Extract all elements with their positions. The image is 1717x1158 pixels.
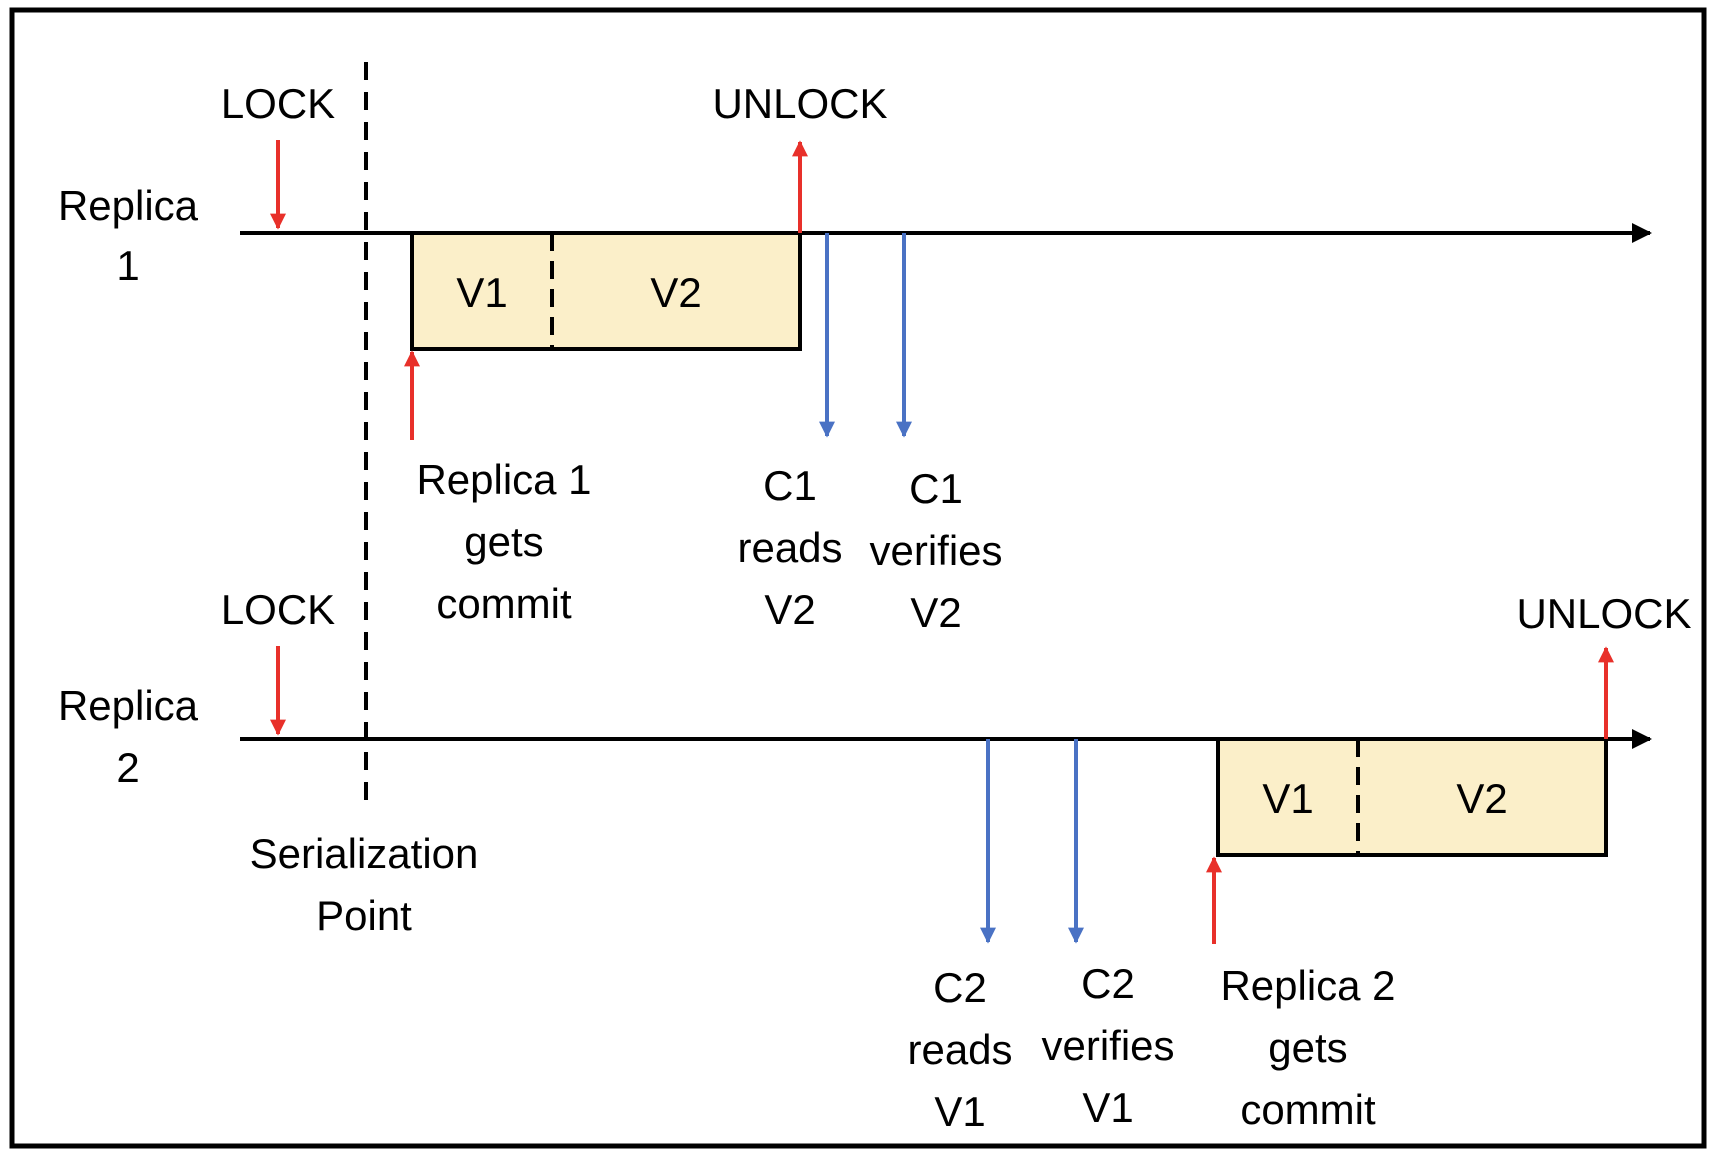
c2-reads-line3: V1 bbox=[934, 1088, 985, 1135]
replica2-box-v1: V1 bbox=[1262, 775, 1313, 822]
c1-verifies-line2: verifies bbox=[869, 527, 1002, 574]
c2-reads-line2: reads bbox=[907, 1026, 1012, 1073]
replica2-version-box bbox=[1216, 737, 1608, 857]
replica1-label-line2: 1 bbox=[116, 242, 139, 289]
replica1-lock-label: LOCK bbox=[221, 80, 335, 127]
replica1-version-box bbox=[410, 231, 802, 351]
c1-reads-line2: reads bbox=[737, 524, 842, 571]
replica1-commit-line2: gets bbox=[464, 518, 543, 565]
serialization-point-line1: Serialization bbox=[250, 830, 479, 877]
replica2-lock-label: LOCK bbox=[221, 586, 335, 633]
c2-verifies-line2: verifies bbox=[1041, 1022, 1174, 1069]
replica1-box-v2: V2 bbox=[650, 269, 701, 316]
replica1-commit-line3: commit bbox=[436, 580, 572, 627]
c2-verifies-line3: V1 bbox=[1082, 1084, 1133, 1131]
c2-verifies-line1: C2 bbox=[1081, 960, 1135, 1007]
c2-reads-line1: C2 bbox=[933, 964, 987, 1011]
serialization-point-line2: Point bbox=[316, 892, 412, 939]
c1-verifies-line1: C1 bbox=[909, 465, 963, 512]
diagram-frame bbox=[9, 7, 1707, 1149]
replica1-label-line1: Replica bbox=[58, 182, 199, 229]
replica1-commit-line1: Replica 1 bbox=[416, 456, 591, 503]
c1-reads-line1: C1 bbox=[763, 462, 817, 509]
replica2-label-line1: Replica bbox=[58, 682, 199, 729]
replica2-commit-line3: commit bbox=[1240, 1086, 1376, 1133]
replica1-box-v1: V1 bbox=[456, 269, 507, 316]
replica2-unlock-label: UNLOCK bbox=[1516, 590, 1691, 637]
replica2-commit-line1: Replica 2 bbox=[1220, 962, 1395, 1009]
c1-verifies-line3: V2 bbox=[910, 589, 961, 636]
replica1-unlock-label: UNLOCK bbox=[712, 80, 887, 127]
replica2-label-line2: 2 bbox=[116, 744, 139, 791]
c1-reads-line3: V2 bbox=[764, 586, 815, 633]
replica2-commit-line2: gets bbox=[1268, 1024, 1347, 1071]
replica2-box-v2: V2 bbox=[1456, 775, 1507, 822]
